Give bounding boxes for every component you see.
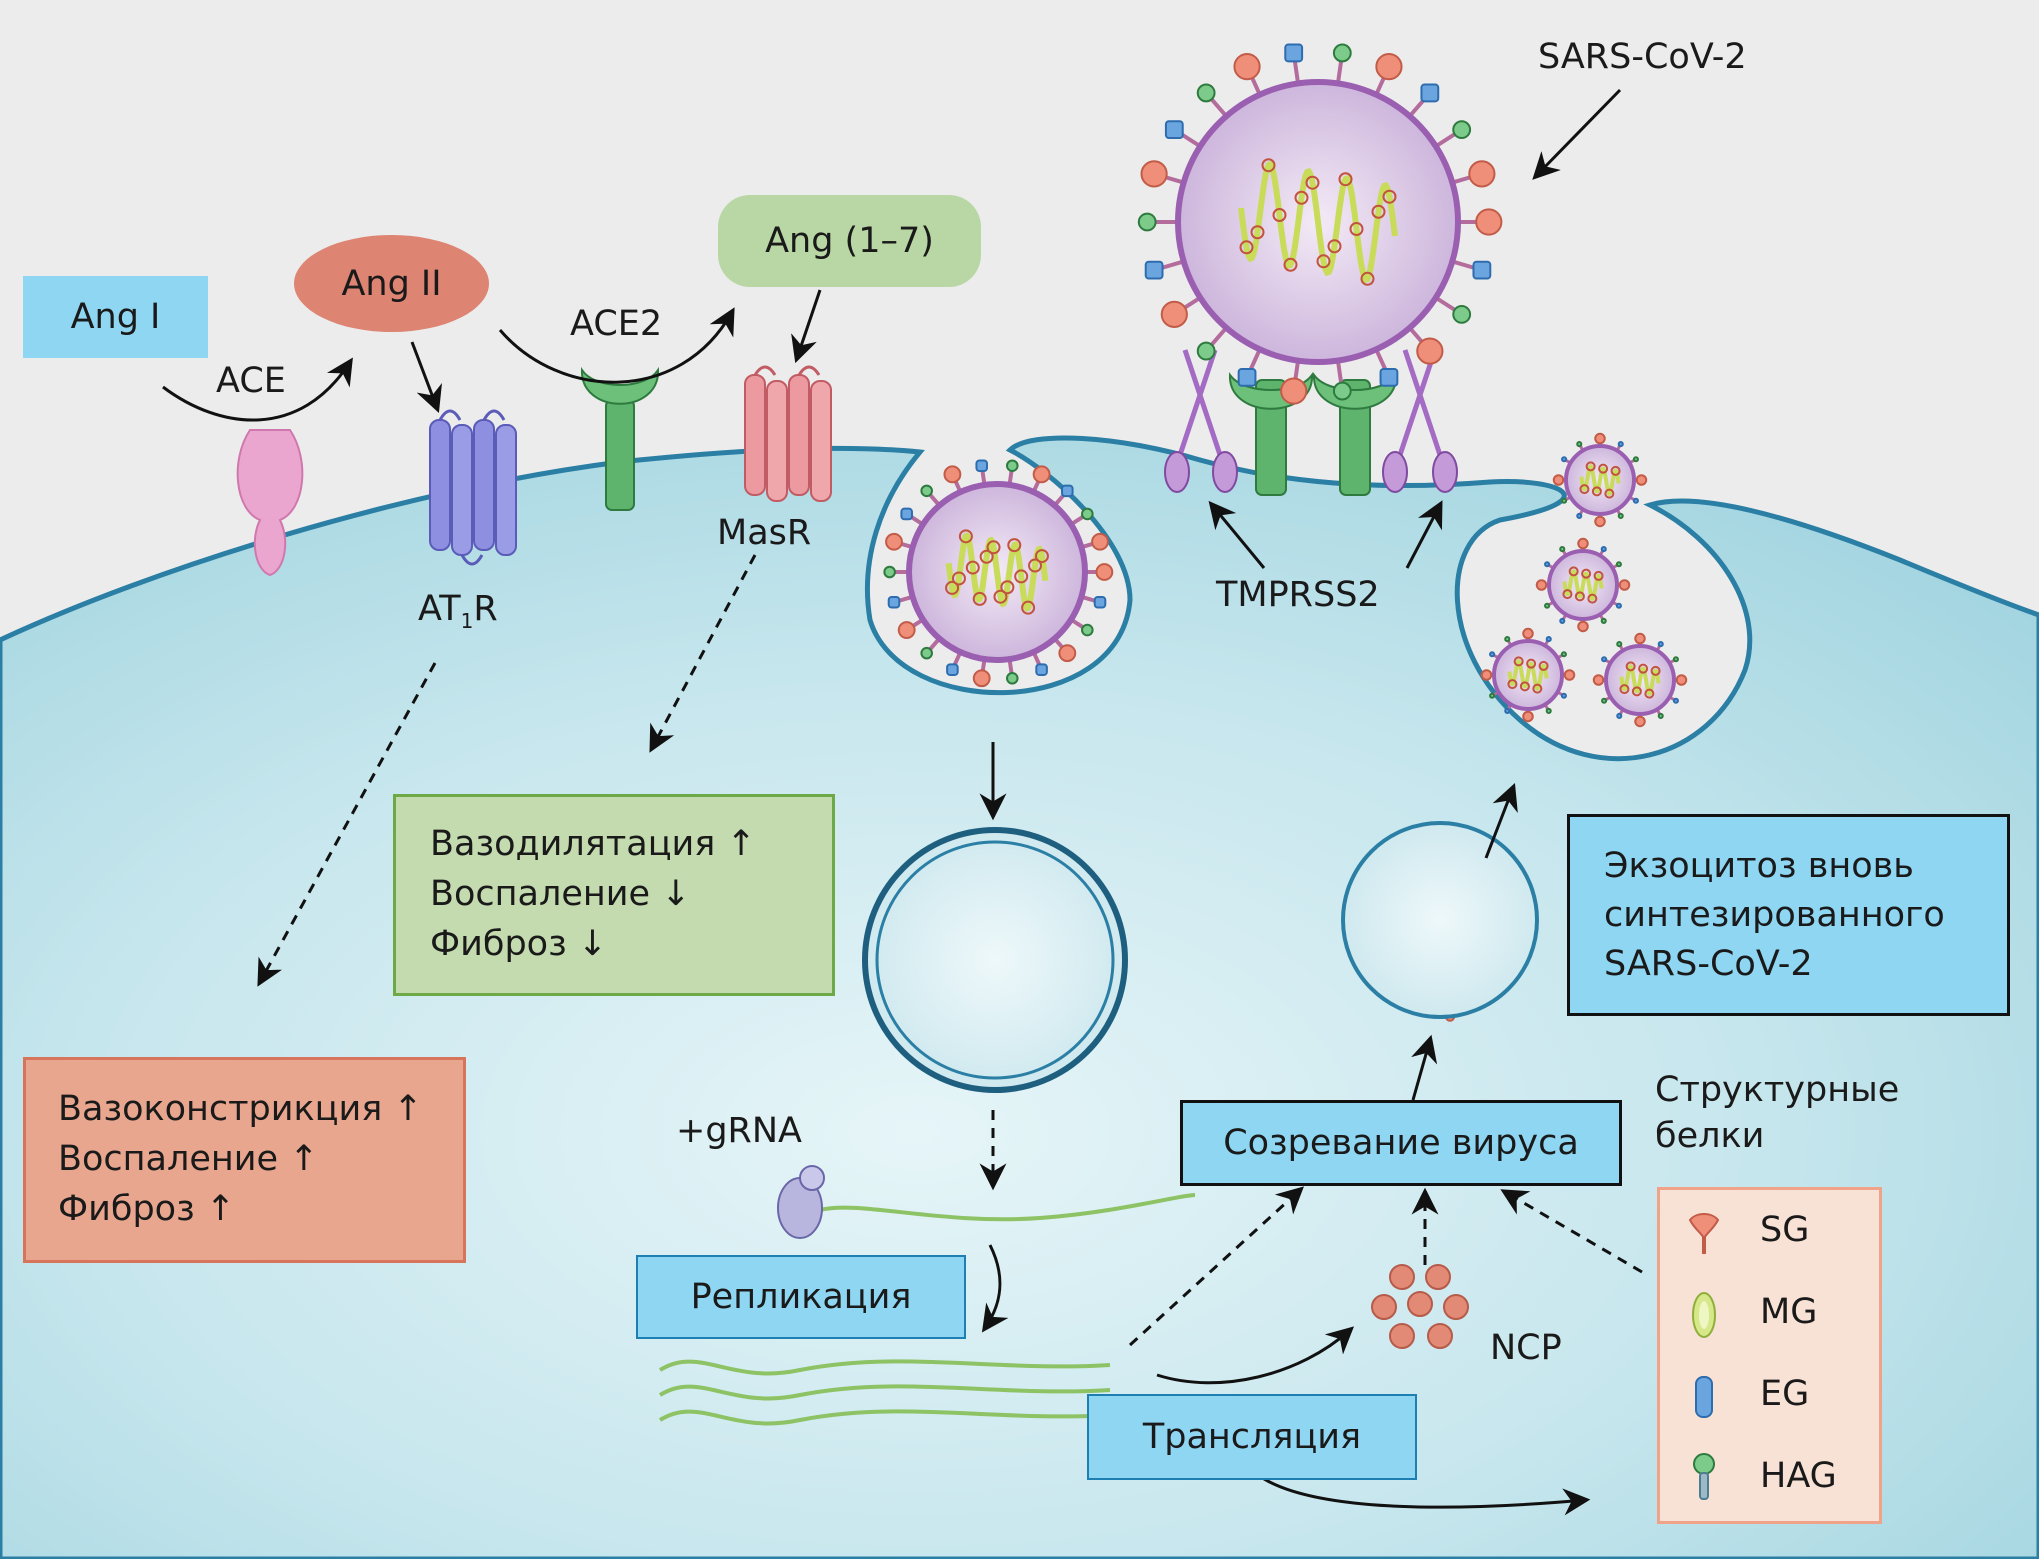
replication-box: Репликация: [636, 1255, 966, 1339]
exocytic-vesicle: [1341, 821, 1539, 1019]
at1r-effect-inflammation: Воспаление ↑: [58, 1139, 319, 1180]
virus-label: SARS-CoV-2: [1538, 37, 1747, 77]
maturation-label: Созревание вируса: [1223, 1123, 1579, 1163]
ang17-label: Ang (1–7): [765, 221, 934, 261]
masr-effects-box: Вазодилятация ↑ Воспаление ↓ Фиброз ↓: [393, 794, 835, 996]
at1r-label: AT1R: [418, 589, 498, 633]
masr-receptor: [744, 365, 832, 502]
virion-exit-2: [1535, 537, 1631, 633]
virus-particle-entering: [883, 459, 1114, 688]
ace-protein: [236, 429, 304, 577]
ace-label: ACE: [216, 361, 286, 401]
envelope-glycoprotein-icon: [1695, 1376, 1713, 1418]
at1r-effect-vasoconstriction: Вазоконстрикция ↑: [58, 1089, 423, 1130]
masr-effect-inflammation: Воспаление ↓: [430, 874, 691, 915]
legend-item-mg: MG: [1760, 1292, 1818, 1332]
structural-proteins-label: Структурные белки: [1655, 1070, 1900, 1156]
virion-exit-1: [1552, 432, 1648, 528]
arrows: [162, 88, 1643, 1516]
translation-box: Трансляция: [1087, 1394, 1417, 1480]
at1r-effect-fibrosis: Фиброз ↑: [58, 1188, 236, 1229]
ncp-cluster: [1371, 1264, 1469, 1349]
virus-docking-receptors: [1164, 349, 1458, 496]
ang17-box: Ang (1–7): [718, 195, 981, 287]
ang2-ellipse: Ang II: [294, 235, 489, 332]
tmprss2-label: TMPRSS2: [1216, 575, 1380, 615]
virion-exit-3: [1480, 627, 1576, 723]
ang1-box: Ang I: [23, 276, 208, 358]
membrane-glycoprotein-icon: [1692, 1292, 1716, 1338]
exocytosis-box: Экзоцитоз вновь синтезированного SARS-Co…: [1567, 814, 2010, 1016]
rna-strands: [658, 1193, 1196, 1426]
spike-glycoprotein-icon: [1688, 1213, 1720, 1254]
legend-item-hag: HAG: [1760, 1456, 1837, 1496]
grna-label: +gRNA: [676, 1111, 802, 1151]
translation-label: Трансляция: [1142, 1417, 1362, 1457]
ace2-label: ACE2: [570, 304, 663, 344]
legend-item-eg: EG: [1760, 1374, 1810, 1414]
virus-particle-main: [1137, 43, 1503, 405]
ncp-label: NCP: [1490, 1328, 1562, 1368]
masr-label: MasR: [717, 513, 812, 553]
virion-exit-4: [1592, 632, 1688, 728]
legend-item-sg: SG: [1760, 1210, 1810, 1250]
ace2-receptor: [580, 366, 660, 511]
at1r-effects-box: Вазоконстрикция ↑ Воспаление ↑ Фиброз ↑: [23, 1057, 466, 1263]
replication-label: Репликация: [690, 1277, 912, 1317]
hemagglutinin-icon: [1693, 1453, 1715, 1500]
masr-effect-vasodilation: Вазодилятация ↑: [430, 824, 756, 865]
ribosome-icon: [777, 1165, 825, 1239]
ang2-label: Ang II: [341, 263, 442, 304]
ang1-label: Ang I: [70, 297, 161, 337]
legend-box: SG MG EG HAG: [1657, 1187, 1882, 1524]
maturation-box: Созревание вируса: [1180, 1100, 1622, 1186]
at1r-receptor: [429, 409, 517, 566]
masr-effect-fibrosis: Фиброз ↓: [430, 923, 608, 964]
endosome-vesicle: [862, 827, 1128, 1093]
